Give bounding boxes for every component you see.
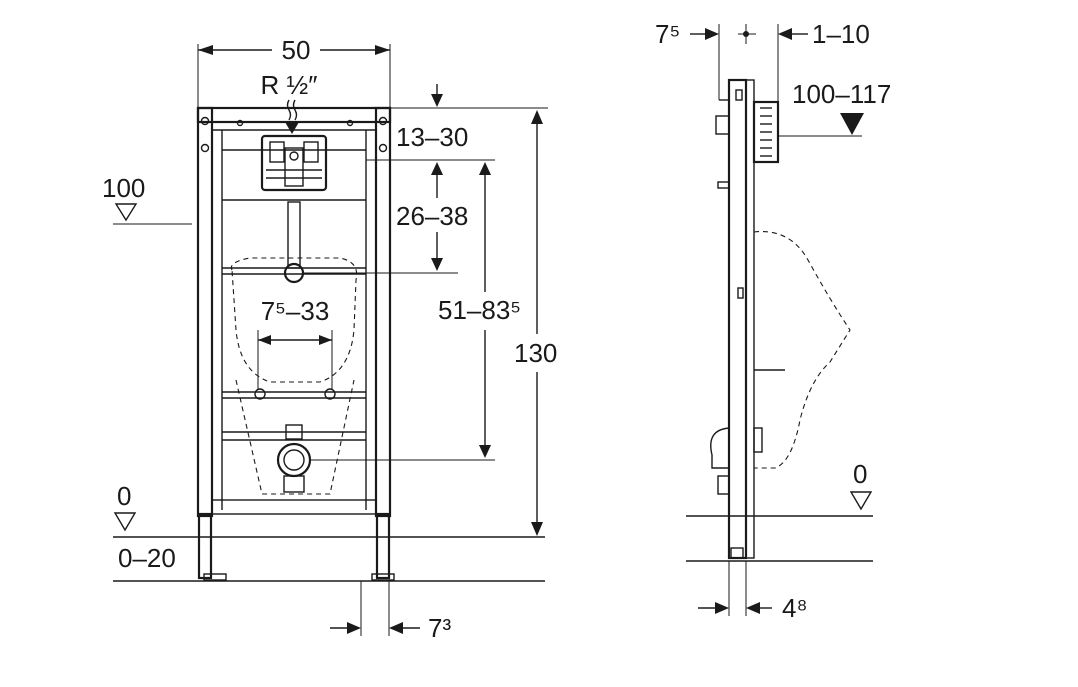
- dimension-outlet-range: 51–83⁵: [438, 162, 521, 458]
- frame-depth-label: 7⁵: [655, 19, 680, 49]
- side-level-marker-0: 0: [849, 459, 873, 511]
- width-label: 50: [282, 35, 311, 65]
- dimension-water-range: 26–38: [396, 162, 468, 271]
- water-range-label: 26–38: [396, 201, 468, 231]
- dimension-foot-depth: 4⁸: [698, 593, 807, 623]
- right-fixing-bolt: [324, 388, 336, 400]
- flush-plate-box: [752, 100, 780, 164]
- frame-bottom-rail: [211, 499, 377, 515]
- right-foot: [371, 573, 395, 581]
- side-frame: [715, 78, 755, 560]
- level-0-label: 0: [117, 481, 131, 511]
- outlet-range-label: 51–83⁵: [438, 295, 521, 325]
- dimension-top-offset: 13–30: [396, 84, 468, 152]
- level-100-label: 100: [102, 173, 145, 203]
- spreader-range-label: 100–117: [792, 79, 891, 109]
- left-fixing-bolt: [254, 388, 266, 400]
- dimension-total-height: 130: [514, 110, 557, 536]
- top-offset-label: 13–30: [396, 122, 468, 152]
- flush-pipe: [287, 201, 301, 269]
- dimension-fixing-spacing: 7⁵–33: [257, 296, 333, 390]
- total-height-label: 130: [514, 338, 557, 368]
- urinal-outline: [230, 257, 358, 383]
- dimension-spreader-range: 100–117: [792, 79, 891, 135]
- right-leg: [375, 512, 391, 580]
- foot-adjust-label: 0–20: [118, 543, 176, 573]
- wall-offset-label: 1–10: [812, 19, 870, 49]
- frame-right-post: [374, 106, 392, 518]
- flush-valve-box: [260, 134, 328, 192]
- level-marker-0: 0: [113, 481, 137, 532]
- fixing-spacing-label: 7⁵–33: [261, 296, 330, 326]
- left-foot: [203, 573, 227, 581]
- inlet-connection: [283, 262, 305, 284]
- left-leg: [197, 512, 213, 580]
- front-view: 50 R ½″ 13–30 26–38 51–83⁵: [102, 35, 557, 643]
- side-trap: [710, 427, 730, 469]
- urinal-lower-outline: [235, 379, 355, 495]
- dimension-width: 50: [198, 35, 390, 65]
- frame-left-post: [196, 106, 214, 518]
- dimension-foot-width: 7³: [330, 613, 451, 643]
- side-level-0-label: 0: [853, 459, 867, 489]
- side-urinal-outline: [753, 231, 851, 469]
- outlet-fitting: [276, 424, 312, 493]
- foot-width-label: 7³: [428, 613, 451, 643]
- thread-label: R ½″: [261, 70, 318, 100]
- dimension-frame-depth: 7⁵: [655, 19, 756, 49]
- side-view: 7⁵ 1–10 100–117 0 4⁸: [655, 19, 891, 623]
- foot-depth-label: 4⁸: [782, 593, 807, 623]
- water-supply-arrow: [285, 99, 299, 134]
- level-marker-100: 100: [102, 173, 145, 222]
- dimension-wall-offset: 1–10: [778, 19, 870, 49]
- frame-top-rail: [196, 106, 392, 124]
- frame: [196, 106, 395, 581]
